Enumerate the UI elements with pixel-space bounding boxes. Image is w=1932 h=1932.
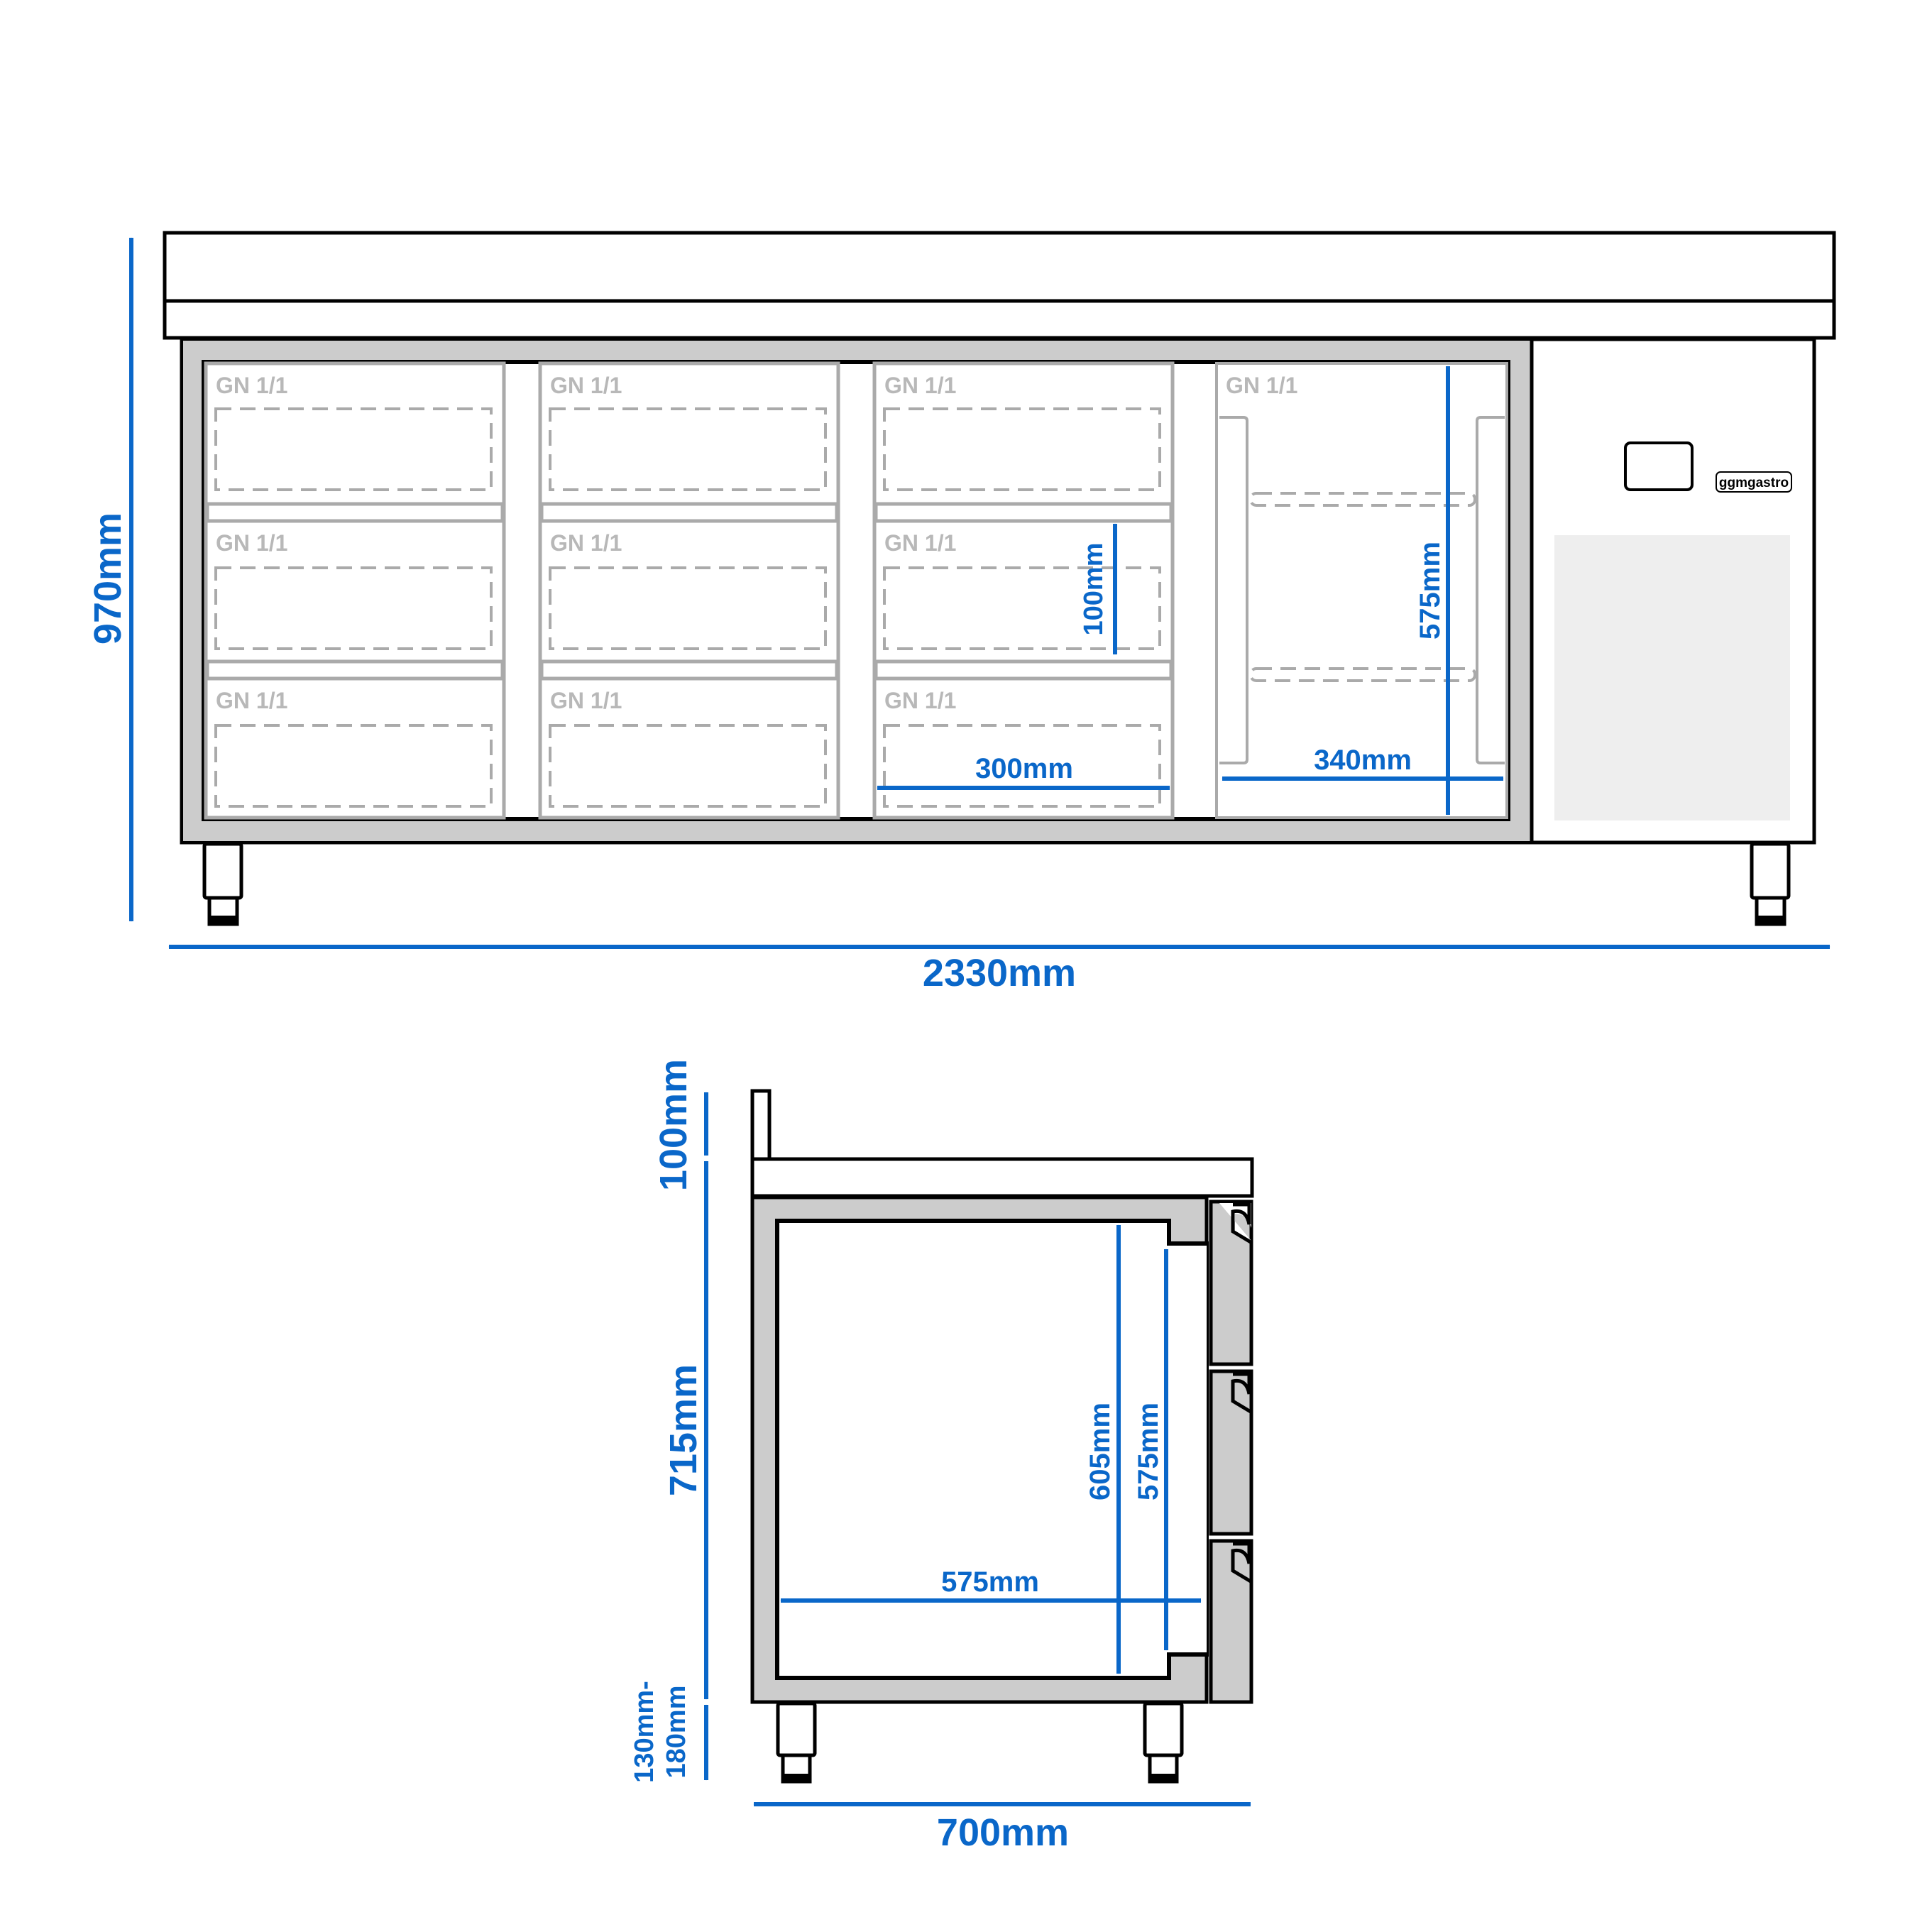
pan-width-label: 300mm	[975, 753, 1073, 784]
side-drawer-2[interactable]	[1209, 1369, 1253, 1536]
backsplash-height-label: 100mm	[652, 1059, 695, 1191]
drawer[interactable]	[538, 361, 840, 523]
backsplash	[750, 1089, 772, 1161]
left-rail	[1219, 416, 1248, 764]
leg-height-label-line1: 130mm-	[630, 1681, 659, 1783]
door-width-label: 340mm	[1314, 745, 1412, 776]
leg-foot-base	[209, 916, 237, 924]
side-dimensions	[704, 1092, 1251, 1806]
side-drawer-3[interactable]	[1209, 1539, 1253, 1704]
inner-height-label: 605mm	[1085, 1403, 1116, 1500]
gn-label: GN 1/1	[884, 373, 956, 398]
drawer-gap	[539, 502, 839, 523]
pan-depth-label: 100mm	[1079, 543, 1109, 636]
leg-foot-base	[1150, 1774, 1177, 1782]
leg-height-label-line2: 180mm	[662, 1686, 691, 1779]
side-drawer-1[interactable]	[1209, 1200, 1253, 1366]
leg	[202, 842, 243, 900]
ggmgastro-brand-badge	[1716, 471, 1792, 493]
gn-label: GN 1/1	[216, 530, 287, 556]
drawer[interactable]	[538, 676, 840, 820]
leg-foot-base	[783, 1774, 810, 1782]
door-height-label: 575mm	[1415, 542, 1446, 640]
gn-pans	[214, 407, 1161, 808]
drawer[interactable]	[872, 361, 1175, 523]
drawer-gap	[539, 659, 839, 681]
side-view: 100mm 715mm 130mm- 180mm 700mm 575mm 605…	[630, 1059, 1254, 1854]
drawer-height-label: 575mm	[1133, 1403, 1164, 1500]
drawer[interactable]	[204, 361, 506, 523]
leg-foot-base	[1757, 916, 1784, 924]
total-height-label: 970mm	[87, 512, 129, 644]
drawer-column-3	[872, 361, 1175, 820]
drawer-gap	[205, 659, 505, 681]
drawer-gap	[874, 659, 1173, 681]
drawer-gap	[205, 502, 505, 523]
door-section: GN 1/1	[1215, 362, 1508, 819]
drawer-column-1	[204, 361, 506, 820]
brand-label: ggmgastro	[1719, 476, 1789, 490]
gn-label: GN 1/1	[1226, 373, 1297, 398]
drawer-column-2	[538, 361, 840, 820]
gn-label: GN 1/1	[884, 688, 956, 713]
side-legs	[776, 1701, 1184, 1784]
leg	[776, 1701, 817, 1757]
gn-label: GN 1/1	[550, 373, 622, 398]
gn-label: GN 1/1	[550, 530, 622, 556]
ventilation-grille	[1554, 535, 1790, 820]
drawer[interactable]	[872, 519, 1175, 681]
depth-label: 700mm	[937, 1811, 1069, 1854]
gn-label: GN 1/1	[550, 688, 622, 713]
control-display[interactable]	[1624, 441, 1694, 491]
shelf	[1249, 492, 1476, 507]
right-rail	[1476, 416, 1505, 764]
leg	[1143, 1701, 1184, 1757]
drawer[interactable]	[538, 519, 840, 681]
side-drawers	[1209, 1200, 1253, 1704]
total-width-label: 2330mm	[923, 952, 1076, 994]
gn-label: GN 1/1	[216, 688, 287, 713]
front-view: GN 1/1 GN 1/1 GN 1/1 GN 1/1 GN 1/1 GN 1/…	[87, 231, 1836, 994]
door[interactable]	[1215, 362, 1508, 819]
shelf	[1249, 667, 1476, 682]
gn-label: GN 1/1	[884, 530, 956, 556]
inner-depth-label: 575mm	[941, 1566, 1039, 1598]
front-legs	[202, 842, 1791, 926]
side-interior	[775, 1219, 1209, 1680]
body-height-label: 715mm	[662, 1364, 705, 1496]
side-worktop	[750, 1157, 1254, 1198]
gn-label: GN 1/1	[216, 373, 287, 398]
compressor-panel: ggmgastro	[1554, 441, 1792, 820]
front-worktop	[163, 231, 1836, 340]
drawer-gap	[874, 502, 1173, 523]
front-dimensions	[129, 237, 1831, 949]
leg	[1750, 842, 1791, 900]
